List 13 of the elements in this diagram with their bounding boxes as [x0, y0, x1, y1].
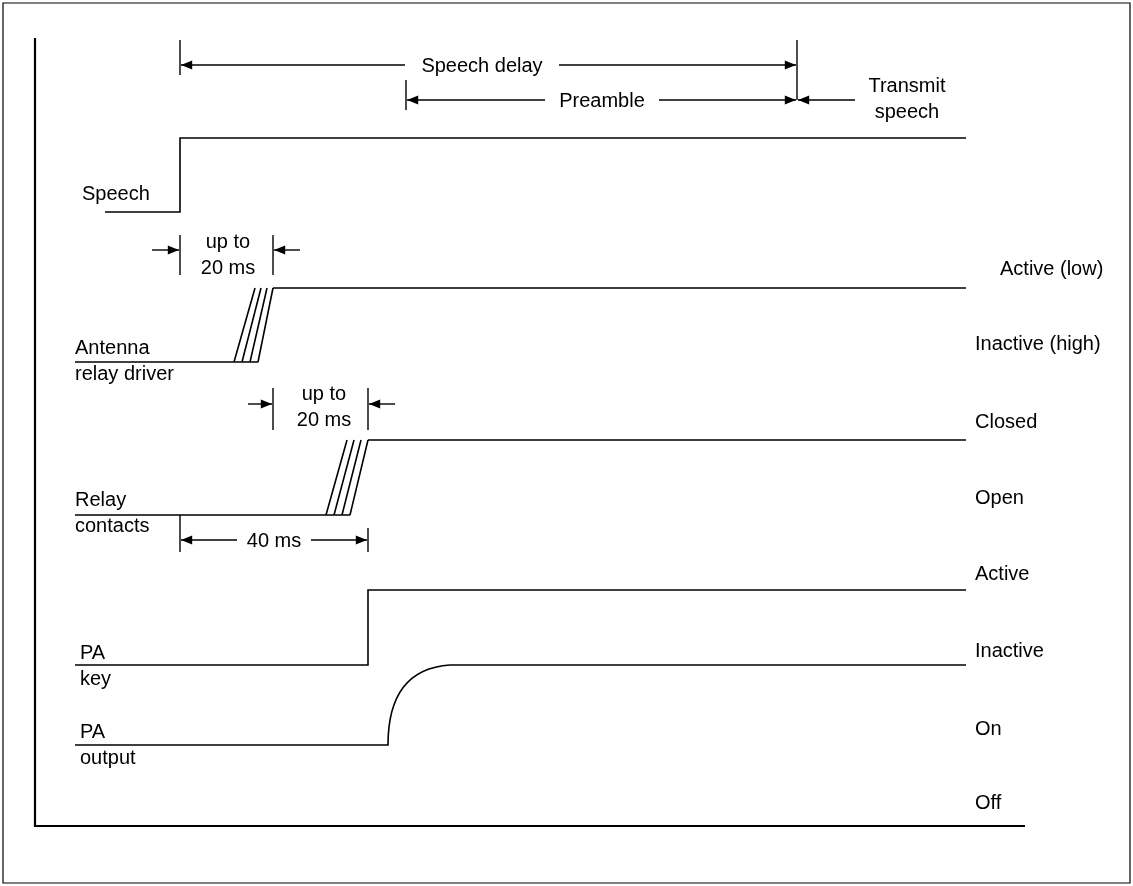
state-label: Inactive (high) — [975, 331, 1102, 356]
state-label: Open — [975, 485, 1025, 510]
signal-name: Relay contacts — [75, 487, 151, 538]
signal-name: Antenna relay driver — [75, 335, 175, 386]
state-label: Off — [975, 790, 1003, 815]
signal-name: Speech — [82, 181, 151, 206]
signal-name: PA key — [80, 640, 113, 691]
state-label: Closed — [975, 409, 1039, 434]
state-label: On — [975, 716, 1003, 741]
signal-name: PA output — [80, 719, 137, 770]
state-label: Inactive — [975, 638, 1045, 663]
state-label: Active (low) — [1000, 256, 1105, 281]
state-label: Active — [975, 561, 1031, 586]
